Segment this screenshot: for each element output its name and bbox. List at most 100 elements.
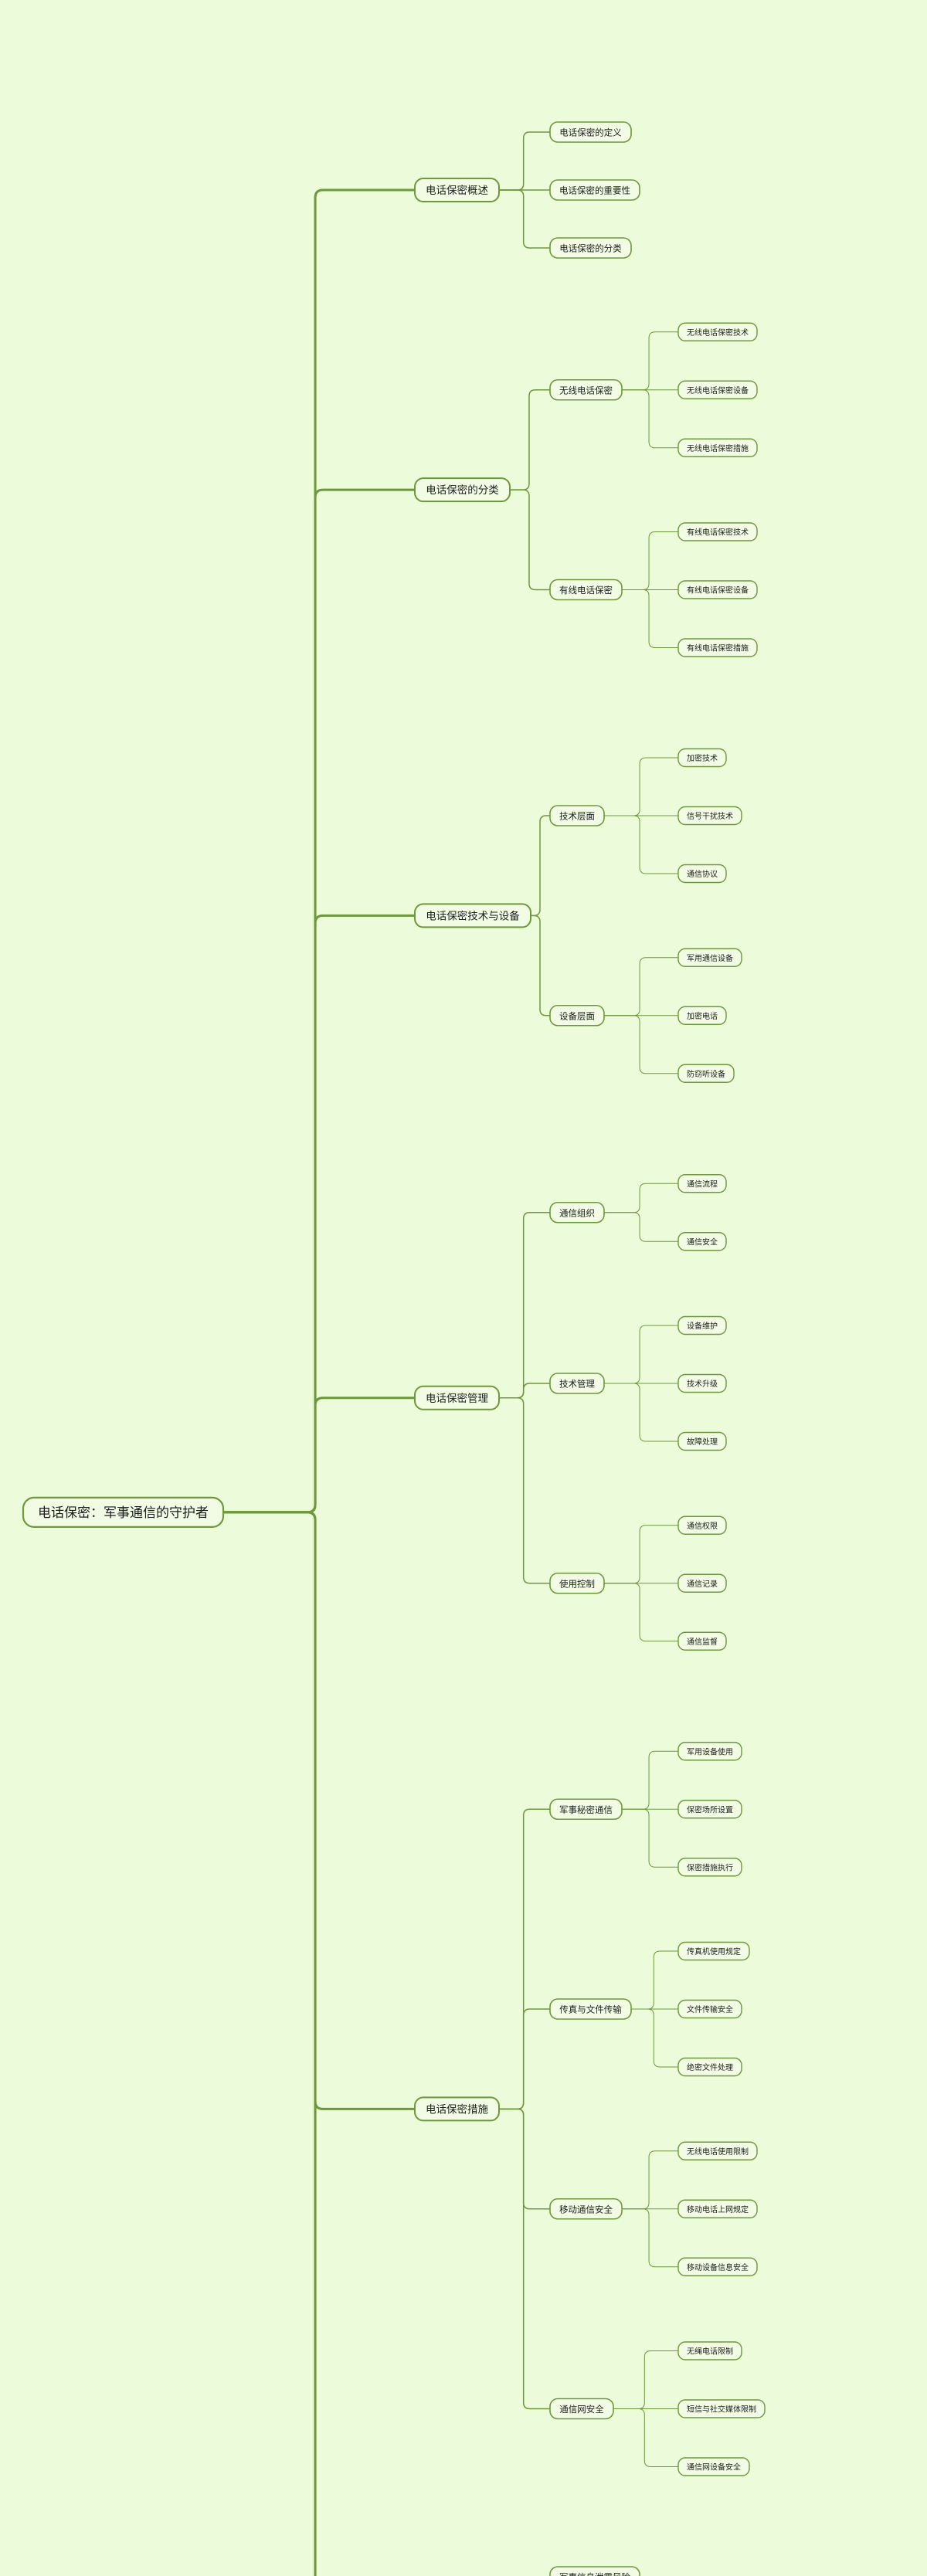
mindmap-node[interactable]: 通信流程 xyxy=(677,1174,727,1193)
node-box[interactable] xyxy=(414,477,511,503)
mindmap-node[interactable]: 电话保密措施 xyxy=(414,2096,500,2122)
node-box[interactable] xyxy=(677,2257,758,2276)
mindmap-node[interactable]: 技术升级 xyxy=(677,1373,727,1393)
mindmap-node[interactable]: 防窃听设备 xyxy=(677,1064,735,1083)
mindmap-node[interactable]: 无绳电话限制 xyxy=(677,2341,742,2360)
node-box[interactable] xyxy=(549,1998,632,2020)
node-box[interactable] xyxy=(677,2457,750,2476)
mindmap-node[interactable]: 通信网安全 xyxy=(549,2398,614,2420)
node-box[interactable] xyxy=(549,579,623,601)
node-box[interactable] xyxy=(414,1385,500,1410)
mindmap-node[interactable]: 加密电话 xyxy=(677,1006,727,1025)
node-box[interactable] xyxy=(677,2141,758,2160)
mindmap-node[interactable]: 传真与文件传输 xyxy=(549,1998,632,2020)
node-box[interactable] xyxy=(677,948,742,967)
mindmap-node[interactable]: 无线电话保密措施 xyxy=(677,438,758,457)
node-box[interactable] xyxy=(549,179,640,201)
node-box[interactable] xyxy=(549,2398,614,2420)
mindmap-node[interactable]: 加密技术 xyxy=(677,748,727,768)
node-box[interactable] xyxy=(677,1742,742,1761)
mindmap-node[interactable]: 通信权限 xyxy=(677,1515,727,1535)
node-box[interactable] xyxy=(22,1496,225,1528)
mindmap-node[interactable]: 通信组织 xyxy=(549,1201,605,1224)
mindmap-node[interactable]: 电话保密的分类 xyxy=(549,237,632,259)
mindmap-node[interactable]: 无线电话保密设备 xyxy=(677,380,758,399)
mindmap-node[interactable]: 传真机使用规定 xyxy=(677,1941,750,1961)
mindmap-node[interactable]: 通信协议 xyxy=(677,864,727,884)
node-box[interactable] xyxy=(677,2341,742,2360)
mindmap-node[interactable]: 绝密文件处理 xyxy=(677,2057,742,2077)
node-box[interactable] xyxy=(677,1999,742,2019)
mindmap-node[interactable]: 电话保密技术与设备 xyxy=(414,903,531,928)
mindmap-node[interactable]: 电话保密的重要性 xyxy=(549,179,640,201)
node-box[interactable] xyxy=(549,1004,605,1027)
mindmap-node[interactable]: 有线电话保密 xyxy=(549,579,623,601)
node-box[interactable] xyxy=(549,2198,623,2220)
node-box[interactable] xyxy=(677,1858,742,1877)
node-box[interactable] xyxy=(677,1515,727,1535)
node-box[interactable] xyxy=(677,438,758,457)
node-box[interactable] xyxy=(549,237,632,259)
mindmap-node[interactable]: 无线电话保密技术 xyxy=(677,322,758,341)
mindmap-node[interactable]: 保密措施执行 xyxy=(677,1858,742,1877)
mindmap-node[interactable]: 有线电话保密技术 xyxy=(677,522,758,541)
mindmap-node[interactable]: 军事秘密通信 xyxy=(549,1798,623,1821)
mindmap-node[interactable]: 技术管理 xyxy=(549,1373,605,1394)
node-box[interactable] xyxy=(677,1232,727,1251)
node-box[interactable] xyxy=(677,1064,735,1083)
node-box[interactable] xyxy=(677,322,758,341)
mindmap-node[interactable]: 短信与社交媒体限制 xyxy=(677,2399,766,2418)
mindmap-node[interactable]: 通信网设备安全 xyxy=(677,2457,750,2476)
node-box[interactable] xyxy=(677,748,727,768)
node-box[interactable] xyxy=(677,2199,758,2218)
node-box[interactable] xyxy=(677,2057,742,2077)
mindmap-node[interactable]: 移动电话上网规定 xyxy=(677,2199,758,2218)
mindmap-node[interactable]: 设备层面 xyxy=(549,1004,605,1027)
node-box[interactable] xyxy=(677,2399,766,2418)
mindmap-node[interactable]: 信号干扰技术 xyxy=(677,806,742,826)
node-box[interactable] xyxy=(414,903,531,928)
node-box[interactable] xyxy=(677,1315,727,1336)
mindmap-node[interactable]: 有线电话保密设备 xyxy=(677,580,758,599)
mindmap-root-node[interactable]: 电话保密：军事通信的守护者 xyxy=(22,1496,225,1528)
mindmap-node[interactable]: 无线电话保密 xyxy=(549,378,623,401)
node-box[interactable] xyxy=(549,2566,640,2576)
node-box[interactable] xyxy=(549,378,623,401)
mindmap-node[interactable]: 电话保密的分类 xyxy=(414,477,511,503)
node-box[interactable] xyxy=(414,2096,500,2122)
mindmap-node[interactable]: 电话保密管理 xyxy=(414,1385,500,1410)
node-box[interactable] xyxy=(677,1800,742,1819)
node-box[interactable] xyxy=(677,638,758,657)
node-box[interactable] xyxy=(677,1941,750,1961)
mindmap-node[interactable]: 通信记录 xyxy=(677,1573,727,1593)
mindmap-node[interactable]: 军用通信设备 xyxy=(677,948,742,967)
mindmap-node[interactable]: 文件传输安全 xyxy=(677,1999,742,2019)
mindmap-node[interactable]: 电话保密概述 xyxy=(414,178,500,202)
node-box[interactable] xyxy=(677,522,758,541)
node-box[interactable] xyxy=(677,380,758,399)
node-box[interactable] xyxy=(549,121,632,143)
mindmap-node[interactable]: 军用设备使用 xyxy=(677,1742,742,1761)
node-box[interactable] xyxy=(677,806,742,826)
mindmap-node[interactable]: 无线电话使用限制 xyxy=(677,2141,758,2160)
node-box[interactable] xyxy=(677,1573,727,1593)
mindmap-node[interactable]: 设备维护 xyxy=(677,1315,727,1336)
mindmap-node[interactable]: 有线电话保密措施 xyxy=(677,638,758,657)
node-box[interactable] xyxy=(677,580,758,599)
node-box[interactable] xyxy=(549,805,605,826)
node-box[interactable] xyxy=(677,1006,727,1025)
node-box[interactable] xyxy=(549,1798,623,1821)
mindmap-node[interactable]: 通信安全 xyxy=(677,1232,727,1251)
mindmap-node[interactable]: 通信监督 xyxy=(677,1631,727,1651)
node-box[interactable] xyxy=(549,1201,605,1224)
mindmap-node[interactable]: 电话保密的定义 xyxy=(549,121,632,143)
node-box[interactable] xyxy=(414,178,500,202)
node-box[interactable] xyxy=(677,1631,727,1651)
node-box[interactable] xyxy=(549,1572,605,1594)
mindmap-node[interactable]: 移动通信安全 xyxy=(549,2198,623,2220)
mindmap-node[interactable]: 故障处理 xyxy=(677,1431,727,1451)
node-box[interactable] xyxy=(549,1373,605,1394)
mindmap-node[interactable]: 移动设备信息安全 xyxy=(677,2257,758,2276)
mindmap-node[interactable]: 使用控制 xyxy=(549,1572,605,1594)
mindmap-node[interactable]: 保密场所设置 xyxy=(677,1800,742,1819)
